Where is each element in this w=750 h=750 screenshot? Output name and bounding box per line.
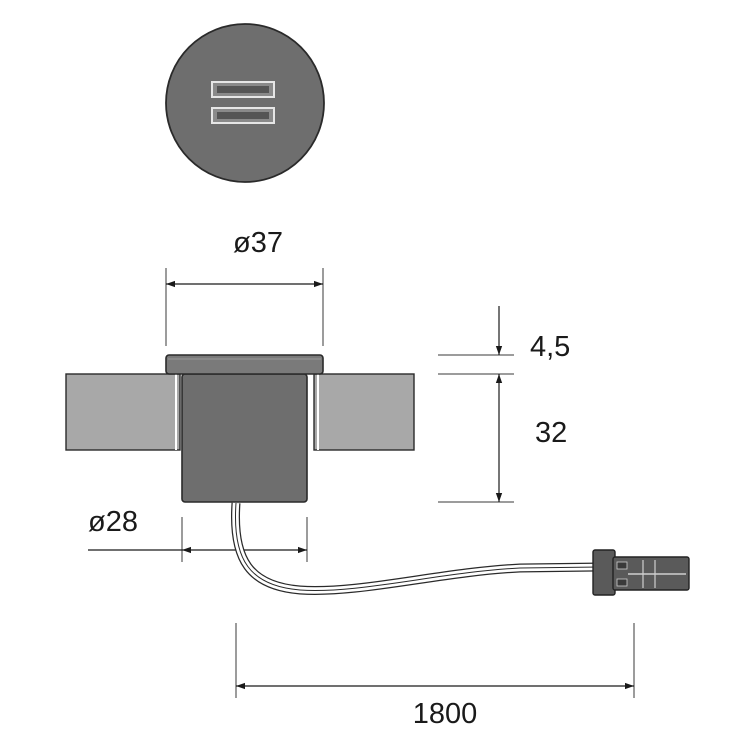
socket-side-view bbox=[165, 354, 324, 503]
panel-left bbox=[65, 373, 181, 451]
worktop-panel bbox=[65, 373, 415, 451]
socket-body bbox=[181, 373, 308, 503]
top-view bbox=[165, 23, 325, 183]
top-diameter-dimension: ø37 bbox=[165, 227, 324, 346]
panel-right bbox=[313, 373, 415, 451]
socket-cap bbox=[165, 354, 324, 375]
usb-port-icon bbox=[211, 81, 275, 124]
bottom-diameter-dimension: ø28 bbox=[88, 506, 308, 562]
body-height-label: 32 bbox=[535, 417, 567, 449]
top-diameter-label: ø37 bbox=[233, 227, 283, 259]
cap-height-label: 4,5 bbox=[530, 331, 570, 363]
cable bbox=[230, 502, 601, 595]
cable-length-dimension: 1800 bbox=[235, 623, 635, 730]
height-dimensions: 4,5 32 bbox=[438, 306, 570, 503]
connector-plug bbox=[592, 549, 690, 596]
cable-length-label: 1800 bbox=[413, 698, 478, 730]
bottom-diameter-label: ø28 bbox=[88, 506, 138, 538]
socket-top-face bbox=[165, 23, 325, 183]
